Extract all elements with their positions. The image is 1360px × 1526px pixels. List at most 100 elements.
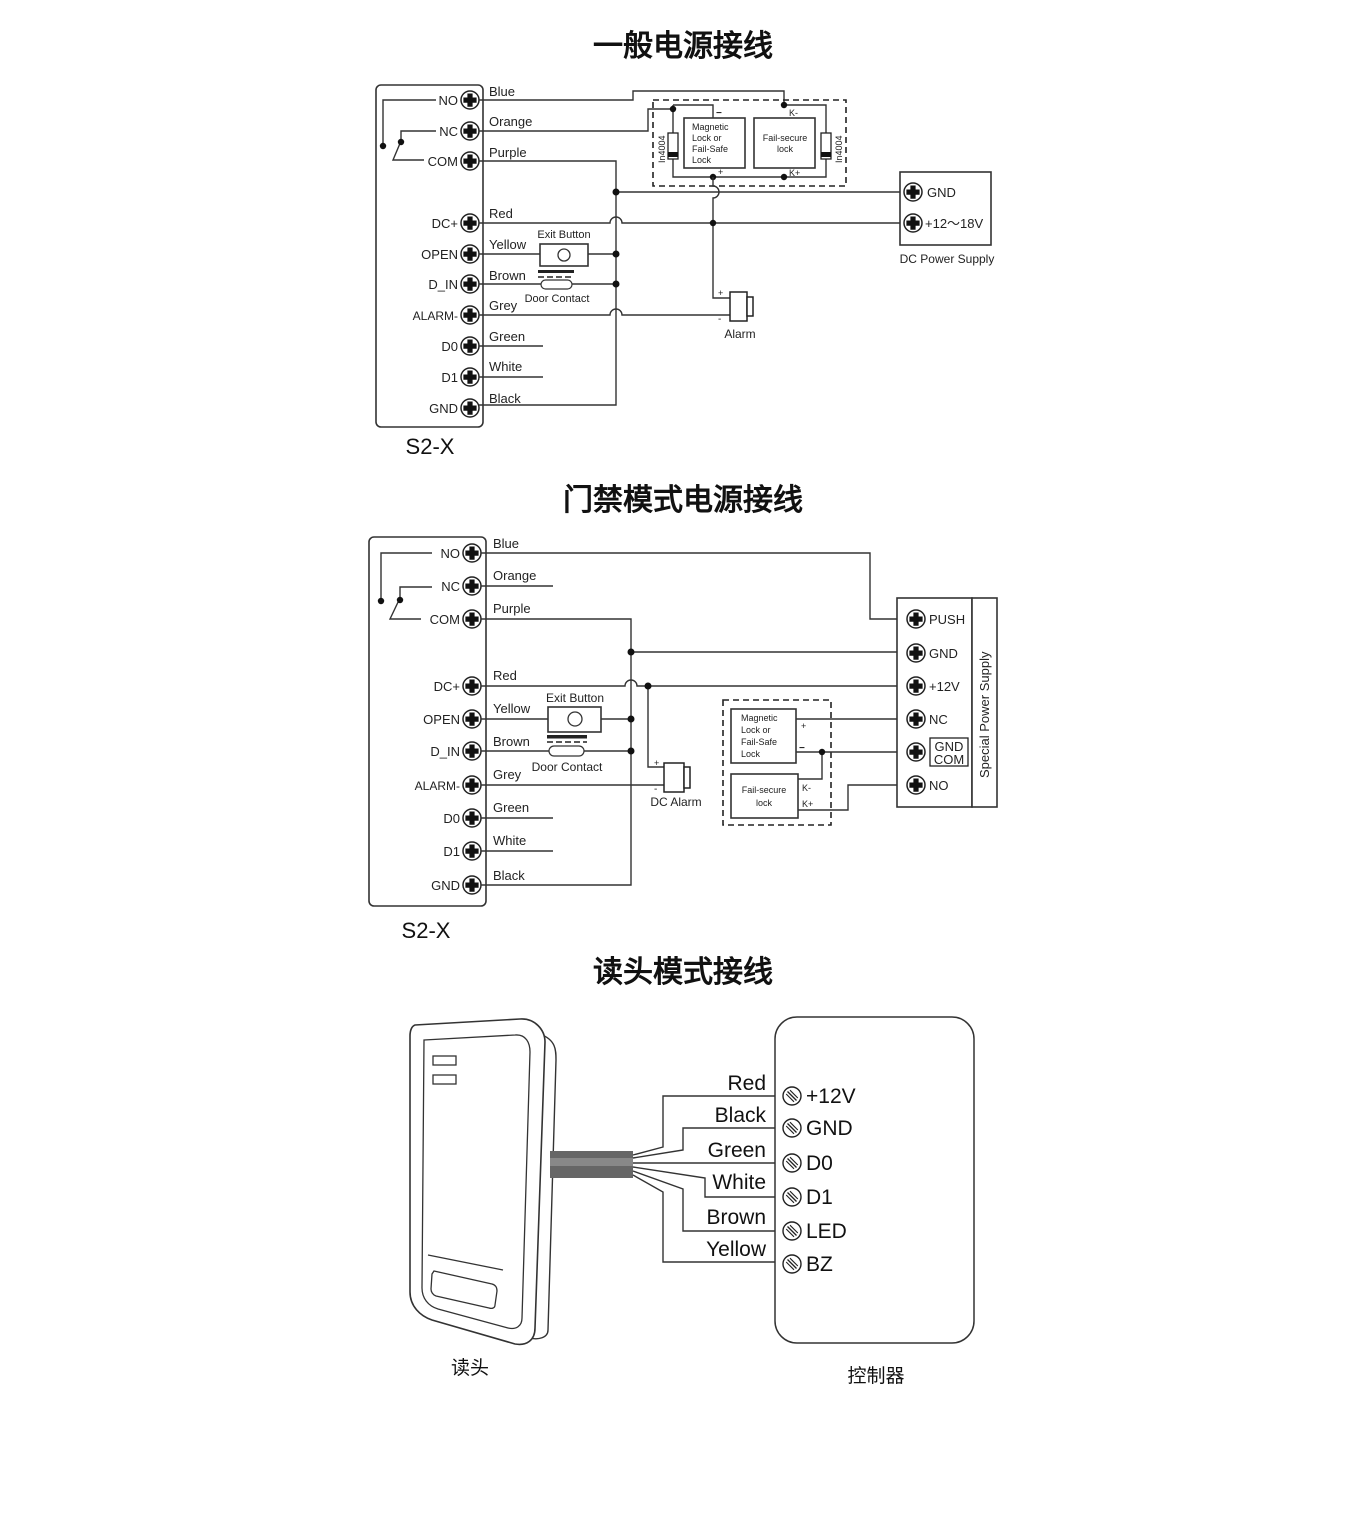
wire-brown [632,1170,780,1232]
section-title: 门禁模式电源接线 [563,483,803,518]
terminal-label: DC+ [432,216,458,231]
fail-secure-lock-box [753,117,816,169]
exit-button-label: Exit Button [537,229,590,241]
wire-color-label: Brown [706,1206,766,1229]
lock-text: Lock [741,749,761,759]
terminal-label: GND [431,878,460,893]
wire-color-label: Black [715,1104,767,1127]
controller-pin-label: +12V [806,1085,856,1108]
terminal-label: NC [441,579,460,594]
wire-black [632,1127,780,1159]
controller-box [774,1016,975,1344]
magnetic-lock-box [683,117,746,169]
alarm-label: Alarm [724,327,755,341]
terminal-label: GND [429,401,458,416]
wire-color-label: Grey [489,298,518,313]
diode-icon [667,132,679,160]
terminal-label: ALARM- [415,779,460,793]
lock-text: Magnetic [692,122,729,132]
lock-text: Fail-Safe [741,737,777,747]
alarm-plus: + [718,288,723,298]
section-reader-mode: 读头模式接线 Red Black Green White Brown Yello… [409,955,975,1387]
section-title: 一般电源接线 [593,29,773,64]
psu-terminal-label: GND [927,185,956,200]
wire-color-label: Orange [493,568,536,583]
wire-blue [481,552,906,620]
wire-color-label: Red [493,668,517,683]
k-minus-label: K- [802,783,811,793]
terminal-label: NC [439,124,458,139]
terminal-label: D1 [441,370,458,385]
wire-color-label: Purple [489,145,527,160]
wire-color-label: Brown [489,268,526,283]
wire-color-label: Black [493,868,525,883]
minus-sign: − [799,743,805,754]
wire-color-label: Yellow [706,1238,767,1261]
wire-color-label: Brown [493,734,530,749]
controller-pin-label: LED [806,1220,847,1243]
card-reader-icon [409,1018,557,1346]
fail-secure-lock-box [730,773,799,819]
wire-alarm-plus [712,177,730,299]
controller-pin-label: D1 [806,1186,833,1209]
terminal-label: ALARM- [413,309,458,323]
diode-label: In4004 [657,135,667,163]
model-label: S2-X [406,434,455,459]
alarm-icon [729,291,754,322]
diode-icon [820,132,832,160]
wire-lock-no [798,784,906,811]
wire-alarm-plus [647,686,664,768]
terminal-label: COM [430,612,460,627]
wire-grey [479,308,730,316]
lock-text: lock [777,144,794,154]
k-plus-label: K+ [789,168,800,178]
psu-label: DC Power Supply [900,252,995,266]
controller-pin-label: D0 [806,1152,833,1175]
psu-label: Special Power Supply [977,651,992,778]
section-access-control-power: 门禁模式电源接线 NO NC COM DC+ OPEN D_IN ALARM- … [368,483,998,943]
wire-color-label: Orange [489,114,532,129]
wire-color-label: Red [727,1072,766,1095]
alarm-label: DC Alarm [650,795,701,809]
terminal-label: D_IN [428,277,458,292]
terminal-label: OPEN [423,712,460,727]
k-minus-label: K- [789,108,798,118]
lock-text: Fail-secure [742,785,787,795]
wire-color-label: Yellow [493,701,531,716]
wire-color-label: Blue [489,84,515,99]
wire-color-label: Blue [493,536,519,551]
controller-label: 控制器 [847,1365,904,1387]
terminal-label: OPEN [421,247,458,262]
alarm-minus: - [654,784,657,795]
wire-yellow [632,1174,780,1263]
wire-orange [479,114,649,132]
wire-color-label: Green [708,1139,766,1162]
terminal-label: NO [441,546,461,561]
terminal-label: DC+ [434,679,460,694]
door-contact-label: Door Contact [532,760,603,774]
section-general-power: 一般电源接线 NO NC COM DC+ OPEN D_IN ALARM- D0… [375,29,995,459]
wire-color-label: Purple [493,601,531,616]
psu-terminal-label: NC [929,712,948,727]
section-title: 读头模式接线 [593,955,773,990]
wire-color-label: Grey [493,767,522,782]
model-label: S2-X [402,918,451,943]
wire-color-label: Green [489,329,525,344]
plus-sign: + [801,721,806,731]
lock-text: Lock [692,155,712,165]
terminal-label: D1 [443,844,460,859]
lock-text: lock [756,798,773,808]
controller-body [368,536,487,907]
psu-terminal-label: COM [934,752,964,767]
psu-terminal-label: +12～18V [925,216,984,231]
exit-button-label: Exit Button [546,691,604,705]
wire-color-label: Green [493,800,529,815]
lock-group [722,699,832,826]
terminal-label: D0 [443,811,460,826]
magnetic-lock-box [730,708,797,764]
terminal-label: D_IN [430,744,460,759]
door-contact-label: Door Contact [525,293,590,305]
relay-no-contact [382,99,436,145]
alarm-icon [663,762,691,793]
relay-no-contact [380,552,432,600]
